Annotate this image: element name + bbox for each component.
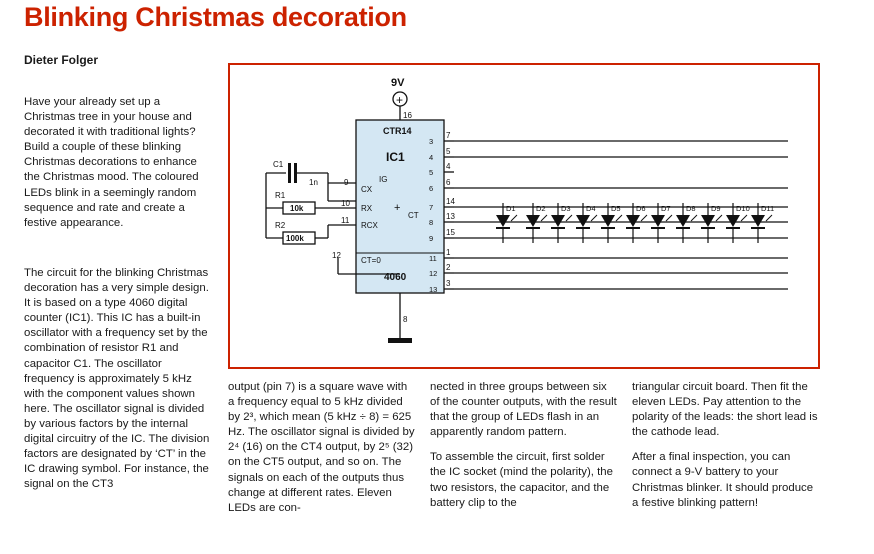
- led-label: D7: [661, 204, 671, 213]
- ic-ct-number: 4: [429, 153, 433, 162]
- ic-plus: +: [394, 202, 400, 214]
- ic-ct0: CT=0: [361, 256, 381, 265]
- supply-plus: +: [396, 93, 403, 107]
- led-label: D9: [711, 204, 721, 213]
- ic-part: 4060: [384, 272, 407, 283]
- led-label: D4: [586, 204, 596, 213]
- ic-output-pin: 1: [446, 248, 451, 257]
- pin-12: 12: [332, 251, 341, 260]
- led-label: D11: [761, 204, 774, 213]
- paragraph: output (pin 7) is a square wave with a f…: [228, 381, 415, 514]
- led-label: D10: [736, 204, 750, 213]
- pin-vcc: 16: [403, 111, 412, 120]
- ic-output-pin: 5: [446, 147, 451, 156]
- ic-ct-number: 6: [429, 184, 433, 193]
- led-d7-icon: [651, 203, 673, 243]
- ic-output-pin: 15: [446, 228, 455, 237]
- r1-label: R1: [275, 191, 286, 200]
- ic-ref: IC1: [386, 150, 405, 164]
- ic-ig: IG: [379, 175, 387, 184]
- ic-ct-number: 8: [429, 218, 433, 227]
- ic-output-pin: 14: [446, 197, 455, 206]
- r1-value: 10k: [290, 204, 304, 213]
- led-label: D8: [686, 204, 696, 213]
- ic-ct-number: 11: [429, 254, 437, 263]
- r2-label: R2: [275, 221, 286, 230]
- article-title: Blinking Christmas decoration: [24, 2, 407, 32]
- ic-output-pin: 4: [446, 162, 451, 171]
- pin-10: 10: [341, 199, 350, 208]
- circuit-schematic: 9V + 16 CTR14 IC1 IG CX RX RCX + CT CT=0…: [228, 63, 820, 369]
- ic-ct-number: 9: [429, 234, 433, 243]
- ic-output-pin: 3: [446, 279, 451, 288]
- column-4: triangular circuit board. Then fit the e…: [632, 380, 820, 521]
- ic-output-pin: 7: [446, 131, 451, 140]
- led-d4-icon: [576, 203, 598, 243]
- paragraph: The circuit for the blinking Christmas d…: [24, 267, 210, 491]
- paragraph: triangular circuit board. Then fit the e…: [632, 381, 818, 439]
- column-3: nected in three groups between six of th…: [430, 380, 617, 521]
- author-name: Dieter Folger: [24, 53, 99, 67]
- led-d3-icon: [551, 203, 573, 243]
- column-1-intro: Have your already set up a Christmas tre…: [24, 95, 212, 241]
- ic-output-pin: 13: [446, 212, 455, 221]
- led-label: D3: [561, 204, 571, 213]
- ic-ct-number: 3: [429, 137, 433, 146]
- ic-output-pin: 2: [446, 263, 451, 272]
- pin-11: 11: [341, 216, 350, 225]
- r2-value: 100k: [286, 234, 304, 243]
- led-d5-icon: [601, 203, 623, 243]
- ic-rx: RX: [361, 204, 373, 213]
- ic-ct-number: 5: [429, 168, 433, 177]
- led-d9-icon: [701, 203, 723, 243]
- led-d6-icon: [626, 203, 648, 243]
- ic-ct-number: 7: [429, 203, 433, 212]
- pin-gnd: 8: [403, 315, 408, 324]
- led-label: D5: [611, 204, 621, 213]
- led-label: D6: [636, 204, 646, 213]
- c1-label: C1: [273, 160, 284, 169]
- ic-cx: CX: [361, 185, 373, 194]
- paragraph: To assemble the circuit, first solder th…: [430, 451, 613, 509]
- led-d11-icon: [751, 203, 773, 243]
- led-d8-icon: [676, 203, 698, 243]
- c1-value: 1n: [309, 178, 318, 187]
- ic-ct-number: 13: [429, 285, 437, 294]
- ic-type: CTR14: [383, 126, 412, 136]
- paragraph: Have your already set up a Christmas tre…: [24, 96, 199, 229]
- pin-9: 9: [344, 178, 349, 187]
- column-2: output (pin 7) is a square wave with a f…: [228, 380, 415, 526]
- led-label: D1: [506, 204, 516, 213]
- ic-rcx: RCX: [361, 221, 379, 230]
- c1-capacitor-icon: [288, 163, 291, 183]
- ic-ct-number: 12: [429, 269, 437, 278]
- paragraph: After a final inspection, you can connec…: [632, 451, 814, 509]
- ground-icon: [388, 338, 412, 343]
- supply-label: 9V: [391, 77, 405, 89]
- led-d10-icon: [726, 203, 748, 243]
- led-label: D2: [536, 204, 546, 213]
- paragraph: nected in three groups between six of th…: [430, 381, 617, 439]
- led-d2-icon: [526, 203, 548, 243]
- ic-ct: CT: [408, 211, 419, 220]
- led-d1-icon: [496, 203, 518, 243]
- ic-output-pin: 6: [446, 178, 451, 187]
- column-1-body: The circuit for the blinking Christmas d…: [24, 266, 212, 502]
